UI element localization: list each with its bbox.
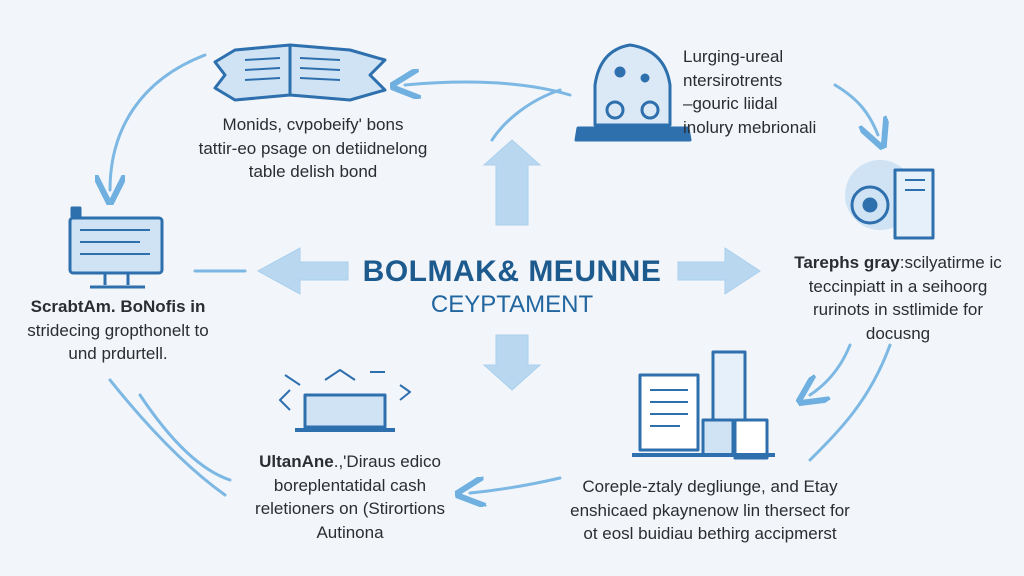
- arrow-right-big: [677, 247, 761, 295]
- center-arrows: [256, 139, 761, 391]
- gear-door-icon: [845, 160, 935, 240]
- arrow-topleft-to-left: [110, 53, 207, 190]
- text-line: tattir-eo psage on detiidnelong: [198, 138, 428, 158]
- text-line: reletioners on (Stirortions: [255, 499, 445, 518]
- arrow-bottomright-to-bottomleft: [470, 476, 562, 493]
- text-line: enshicaed pkaynenow lin thersect for: [570, 500, 850, 520]
- arrow-left-curve: [138, 393, 232, 482]
- arrow-right-curve: [808, 343, 892, 462]
- text-line: .,'Diraus edico: [333, 452, 441, 471]
- node-bottom-left-text: UltanAne.,'Diraus edico boreplentatidal …: [220, 450, 480, 544]
- text-bold: ScrabtAm. BoNofis in: [30, 297, 206, 316]
- text-line: Monids, cvpobeify' bons: [222, 115, 404, 134]
- text-line: ot eosl buidiau bethirg accipmerst: [583, 524, 837, 543]
- text-line: ntersirotrents: [683, 70, 783, 90]
- arrow-down-big: [482, 334, 542, 391]
- text-line: teccinpiatt in a seihoorg: [808, 276, 988, 296]
- text-line: stridecing gropthonelt to: [27, 320, 209, 340]
- documents-icon: [632, 350, 775, 460]
- arrow-up-big: [482, 139, 542, 226]
- monitor-icon: [68, 206, 164, 289]
- arrow-robot-down: [490, 88, 562, 142]
- laptop-icon: [279, 369, 411, 432]
- text-line: table delish bond: [248, 162, 378, 181]
- center-title: BOLMAK& MEUNNE CEYPTAMENT: [312, 254, 712, 320]
- text-bold: Tarephs gray: [794, 253, 900, 272]
- text-line: Coreple-ztaly degliunge, and Etay: [582, 477, 838, 496]
- arrow-right-to-bottomright: [810, 343, 852, 395]
- text-line: :scilyatirme ic: [899, 253, 1002, 272]
- text-line: –gouric liidal: [683, 94, 778, 113]
- text-line: und prdurtell.: [68, 344, 168, 363]
- node-top-right-text: Lurging-ureal ntersirotrents –gouric lii…: [683, 45, 883, 139]
- robot-icon: [574, 43, 692, 142]
- text-bold: UltanAne: [259, 452, 334, 471]
- node-left-text: ScrabtAm. BoNofis in stridecing gropthon…: [0, 295, 236, 366]
- node-top-left-text: Monids, cvpobeify' bons tattir-eo psage …: [163, 113, 463, 184]
- text-line: docusng: [865, 323, 931, 343]
- book-banner-icon: [213, 43, 387, 102]
- node-right-text: Tarephs gray:scilyatirme ic teccinpiatt …: [770, 251, 1024, 345]
- text-line: rurinots in sstlimide for: [812, 300, 984, 319]
- title-sub: CEYPTAMENT: [430, 291, 594, 318]
- text-line: boreplentatidal cash: [273, 475, 427, 495]
- arrow-left-to-bottomleft: [108, 378, 227, 497]
- arrow-topright-to-right: [833, 83, 878, 135]
- title-main: BOLMAK& MEUNNE: [362, 255, 662, 288]
- text-line: Autinona: [316, 522, 384, 542]
- node-bottom-right-text: Coreple-ztaly degliunge, and Etay enshic…: [540, 475, 880, 546]
- text-line: inolury mebrionali: [683, 117, 817, 137]
- arrow-robot-to-book: [405, 82, 572, 95]
- arrow-left-big: [256, 247, 349, 295]
- text-line: Lurging-ureal: [683, 47, 784, 66]
